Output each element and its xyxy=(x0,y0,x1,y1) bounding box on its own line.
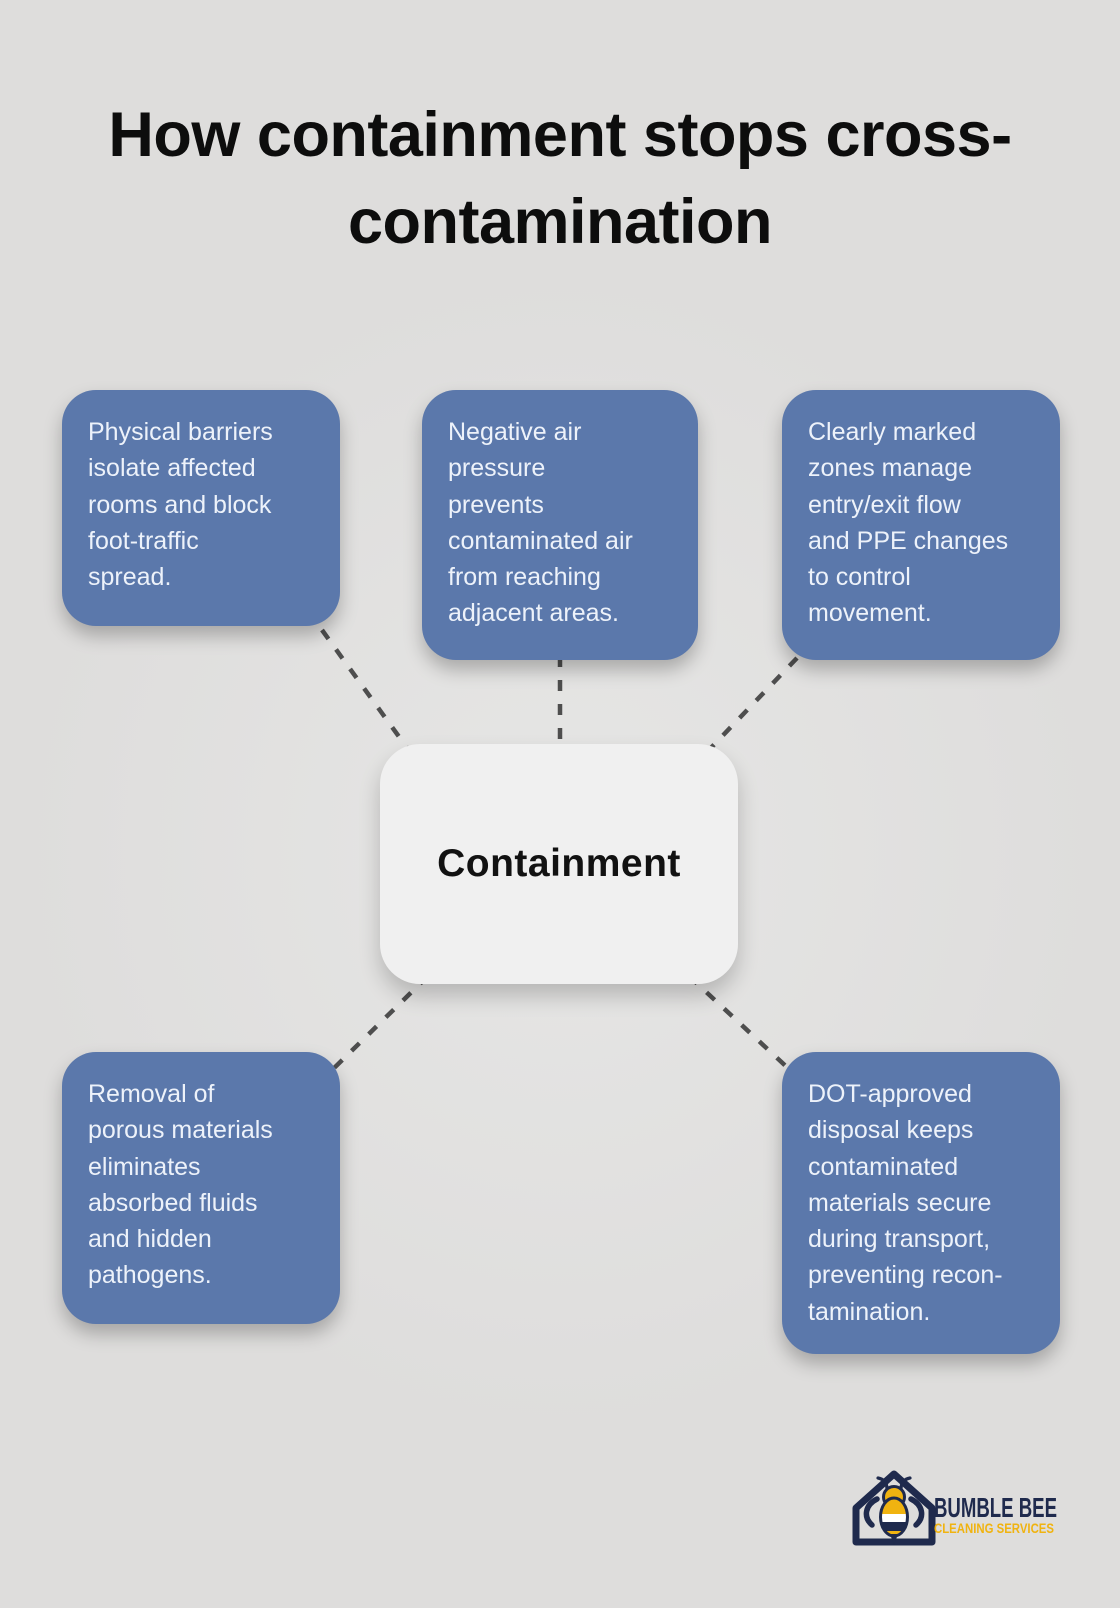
node-text: Removal of porous materials eliminates a… xyxy=(88,1080,273,1290)
brand-tagline: CLEANING SERVICES xyxy=(934,1521,1054,1536)
connector-line-top-left xyxy=(320,628,412,754)
bee-icon xyxy=(863,1476,925,1545)
page-title: How containment stops cross- contaminati… xyxy=(108,100,1012,257)
center-node-containment: Containment xyxy=(380,744,738,984)
node-marked-zones: Clearly marked zones manage entry/exit f… xyxy=(782,390,1060,660)
node-text: Negative air pressure prevents contamina… xyxy=(448,418,633,628)
brand-logo: BUMBLE BEE CLEANING SERVICES xyxy=(852,1470,1057,1546)
house-icon xyxy=(852,1470,936,1546)
center-node-label: Containment xyxy=(437,842,681,885)
connector-line-bottom-right xyxy=(687,974,792,1072)
node-porous-material-removal: Removal of porous materials eliminates a… xyxy=(62,1052,340,1324)
node-dot-approved-disposal: DOT-approved disposal keeps contaminated… xyxy=(782,1052,1060,1354)
node-physical-barriers: Physical barriers isolate affected rooms… xyxy=(62,390,340,626)
node-negative-air-pressure: Negative air pressure prevents contamina… xyxy=(422,390,698,660)
connector-line-bottom-left xyxy=(328,974,430,1074)
node-text: DOT-approved disposal keeps contaminated… xyxy=(808,1080,1003,1326)
connector-line-top-right xyxy=(705,656,799,754)
brand-name: BUMBLE BEE xyxy=(934,1492,1057,1523)
node-text: Physical barriers isolate affected rooms… xyxy=(88,418,273,591)
node-text: Clearly marked zones manage entry/exit f… xyxy=(808,418,1009,628)
